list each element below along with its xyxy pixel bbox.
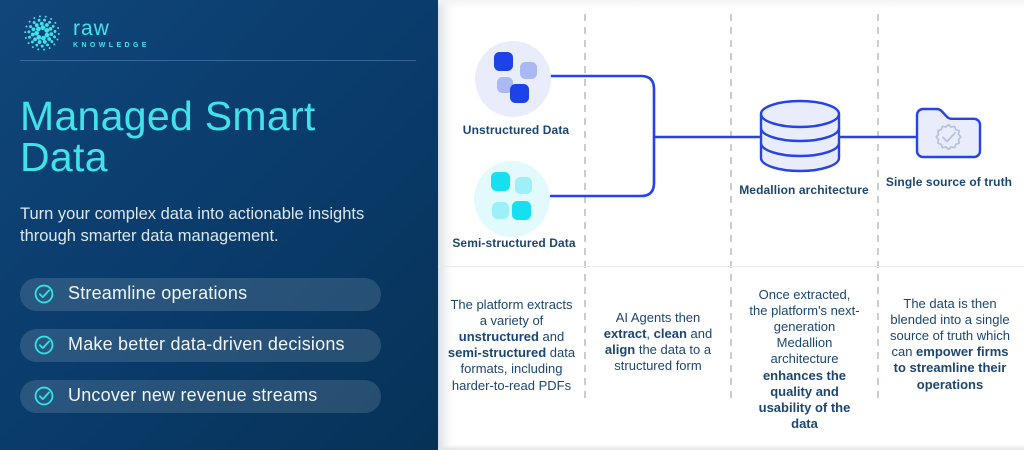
- node-label-single-source: Single source of truth: [885, 175, 1013, 189]
- step-text: The data is then blended into a single s…: [890, 296, 1010, 392]
- unstructured-data-icon: [475, 41, 551, 117]
- check-circle-icon: [34, 336, 54, 355]
- benefit-item: Streamline operations: [20, 277, 381, 311]
- step-descriptions: The platform extracts a variety of unstr…: [438, 266, 1024, 450]
- benefit-item: Uncover new revenue streams: [20, 379, 381, 413]
- step-text: The platform extracts a variety of unstr…: [447, 297, 576, 393]
- step-column: Once extracted, the platform's next-gene…: [731, 266, 878, 450]
- brand-tagline: KNOWLEDGE: [73, 41, 150, 49]
- connector-lines: [549, 74, 918, 198]
- step-text: AI Agents then extract, clean and align …: [603, 310, 713, 374]
- diagram-panel: Unstructured Data Semi-structured Data M…: [438, 0, 1024, 450]
- database-icon: [759, 99, 841, 173]
- benefit-item: Make better data-driven decisions: [20, 328, 381, 362]
- step-column: The platform extracts a variety of unstr…: [438, 266, 585, 450]
- step-text: Once extracted, the platform's next-gene…: [749, 287, 860, 431]
- folder-icon: [915, 107, 982, 159]
- benefits-list: Streamline operations Make better data-d…: [20, 277, 438, 413]
- semi-structured-data-icon: [474, 161, 550, 237]
- left-panel: raw KNOWLEDGE Managed Smart Data Turn yo…: [0, 0, 438, 450]
- brand-name: raw: [73, 16, 110, 40]
- row-separator: [438, 266, 1024, 267]
- page-subtitle: Turn your complex data into actionable i…: [20, 205, 365, 245]
- brand-logo: raw KNOWLEDGE: [20, 10, 438, 56]
- benefit-label: Streamline operations: [68, 283, 248, 304]
- header-divider: [20, 60, 416, 61]
- node-label-semi-structured: Semi-structured Data: [452, 236, 576, 250]
- flow-diagram: [474, 41, 982, 237]
- column-separator: [877, 14, 879, 403]
- node-label-unstructured: Unstructured Data: [462, 123, 570, 137]
- column-separator: [584, 14, 586, 403]
- seal-check-icon: [935, 123, 962, 151]
- step-column: The data is then blended into a single s…: [878, 266, 1022, 450]
- page-title: Managed Smart Data: [20, 93, 316, 180]
- node-label-medallion: Medallion architecture: [739, 183, 869, 197]
- benefit-label: Make better data-driven decisions: [68, 334, 345, 355]
- step-column: AI Agents then extract, clean and align …: [585, 266, 731, 450]
- benefit-label: Uncover new revenue streams: [68, 385, 318, 406]
- check-circle-icon: [34, 285, 54, 304]
- column-separator: [730, 14, 732, 403]
- dot-burst-logo-icon: [24, 15, 60, 51]
- check-circle-icon: [34, 387, 54, 406]
